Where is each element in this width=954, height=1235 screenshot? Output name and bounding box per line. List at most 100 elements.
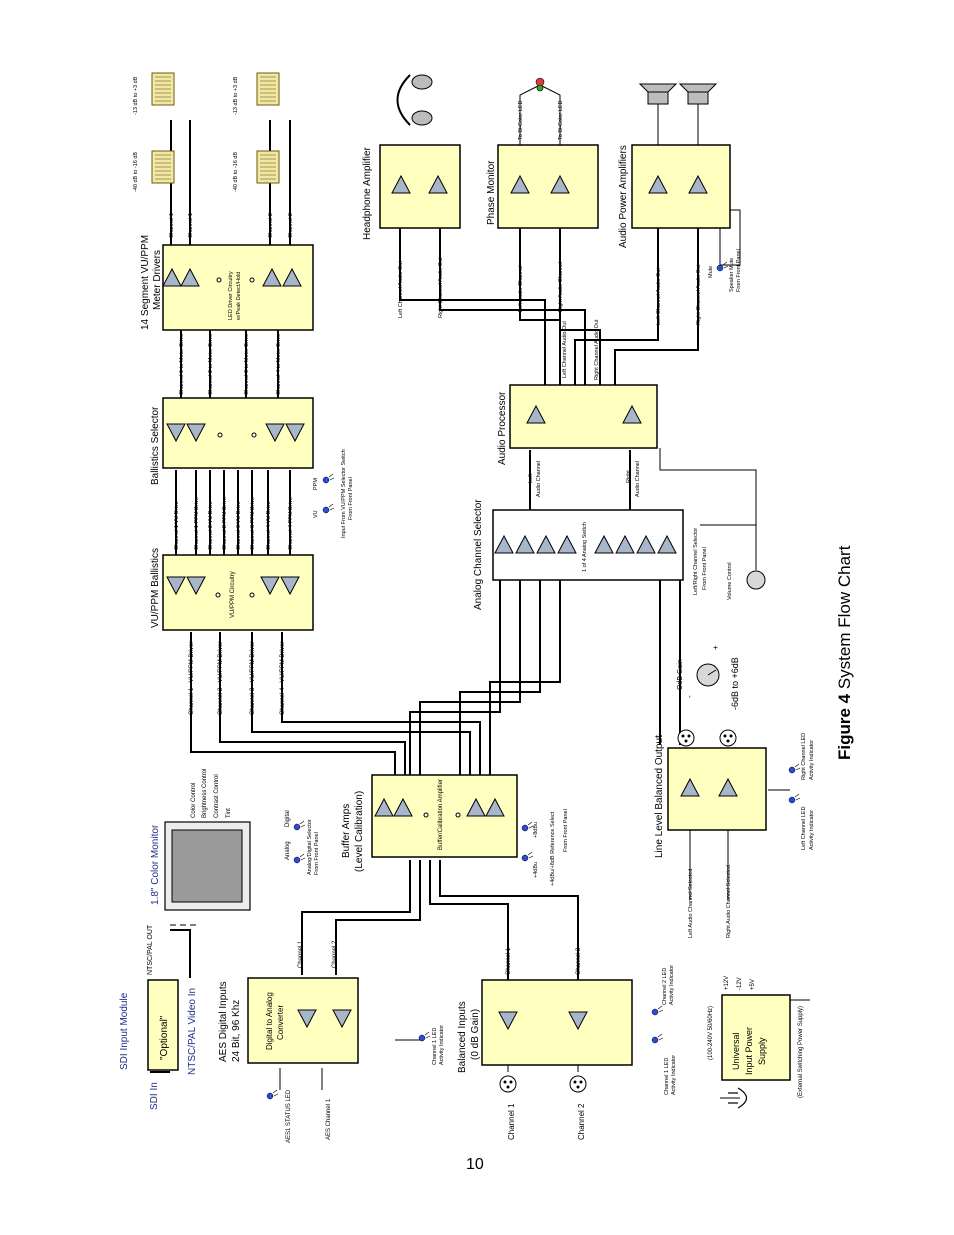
sdi-in-label: SDI In (149, 1082, 160, 1110)
balanced-ch1: Channel 1 (506, 947, 512, 975)
meter-m1: Channel 1 to Meter Drive (179, 334, 185, 395)
balanced-led1-icon (651, 1033, 664, 1044)
speaker-left-icon (638, 83, 678, 105)
buffer-ref2: From Front Panel (563, 809, 569, 852)
vuppm-d4: Channel 4 - VU/PPM Driver (280, 642, 286, 715)
aes-ch1: Channel 1 (298, 940, 304, 968)
meter-range-c: -13 dB to +3 dB (233, 76, 239, 115)
llbo-gain: OdB Gain (677, 659, 684, 690)
ball-ppm4: Channel 4 PPM Drive (288, 497, 294, 550)
balanced-in2: Channel 2 (577, 1103, 586, 1140)
vuppm-d3: Channel 3 - VU/PPM Driver (250, 642, 256, 715)
aes-ch2: Channel 2 (332, 940, 338, 968)
phase-title: Phase Monitor (486, 160, 497, 225)
llbo-lled: Left Channel LED (801, 807, 807, 850)
acs-lr: Left/Right Channel Selector (693, 528, 699, 595)
balanced-in1: Channel 1 (507, 1103, 516, 1140)
ball-ppm: PPM (313, 478, 319, 490)
power-mute3: From Front Panel (736, 249, 742, 292)
aes-status-led-icon (266, 1089, 279, 1100)
vuppm-title: VU/PPM Ballistics (150, 548, 161, 628)
acs-lr2: From Front Panel (702, 547, 708, 590)
aes-title: AES Digital Inputs (218, 981, 229, 1062)
ad-label: Analog/Digital Selector (307, 819, 313, 875)
ad-digital: Digital (285, 810, 291, 827)
buffer-subtitle: (Level Calibration) (354, 791, 365, 872)
llbo-xlr-1 (677, 729, 695, 747)
aes-channel1: AES Channel 1 (326, 1098, 332, 1140)
figure-label: Figure 4 (835, 693, 854, 760)
headphone-title: Headphone Amplifier (362, 146, 373, 240)
power-rout: Right Channel Audio Out (696, 264, 702, 325)
psu-range: (100-240V 50/60Hz) (708, 1006, 714, 1060)
aes-led1: Channel 1 LED (432, 1028, 438, 1065)
llbo-minus: - (685, 695, 694, 698)
power-plug-icon (728, 1087, 748, 1109)
ap-left2: Audio Channel (536, 461, 542, 497)
acs-volume: Volume Control (727, 562, 733, 600)
buffer-amps: Buffer Amps (Level Calibration) Buffer/C… (341, 774, 569, 886)
balanced-subtitle: (0 dB Gain) (470, 1009, 481, 1060)
psu-line1: Universal (731, 1032, 741, 1070)
balanced-ch2: Channel 2 (576, 947, 582, 975)
color-monitor: 1.8" Color Monitor Color Control Brightn… (150, 769, 251, 911)
monitor-contrast: Contrast Control (214, 774, 220, 818)
ad-analog: Analog (285, 841, 291, 860)
ball-ppm1: Channel 1 PPM Drive (194, 497, 200, 550)
meter-out3: Channel 2 (268, 213, 274, 238)
llbo-rled: Right Channel LED (801, 733, 807, 780)
gain-knob-icon (696, 663, 720, 687)
figure-caption: Figure 4 System Flow Chart (835, 546, 855, 760)
ap-right: Right (626, 470, 632, 483)
monitor-title: 1.8" Color Monitor (150, 824, 161, 905)
balanced-led1b: Activity Indicator (671, 1055, 677, 1095)
meter-range-a: -13 dB to +3 dB (133, 76, 139, 115)
sdi-input-module: SDI Input Module "Optional" SDI In NTSC/… (119, 924, 198, 1110)
vuppm-d1: Channel 1 - VU/PPM Driver (189, 642, 195, 715)
audio-power-amplifiers: Audio Power Amplifiers Left Channel Audi… (618, 83, 742, 325)
speaker-mute-led-icon (716, 261, 729, 272)
monitor-tint: Tint (226, 808, 232, 818)
phase-right: Right Audio Channel (558, 262, 564, 312)
power-mute: Mute (708, 266, 714, 278)
bicolor-led-icon (535, 77, 545, 92)
ball-sel2: From Front Panel (348, 477, 354, 520)
aes-led-icon (418, 1031, 431, 1042)
ad-label2: From Front Panel (314, 832, 320, 875)
balanced-xlr-2 (569, 1075, 587, 1093)
line-level-balanced-output: Line Level Balanced Output Left Audio Ch… (654, 645, 815, 938)
meter-range-d: -40 dB to -16 dB (233, 152, 239, 192)
aes-block-label: Digital to Analog (265, 992, 274, 1050)
aes-block-label2: Converter (276, 1005, 285, 1040)
phase-monitor: Phase Monitor Left Audio Channel Right A… (486, 77, 599, 312)
speaker-right-icon (678, 83, 718, 105)
headphone-amplifier: Headphone Amplifier Left Channel Audio O… (362, 74, 461, 318)
balanced-led2-icon (651, 1005, 664, 1016)
buffer-p8: +8dBu (533, 822, 539, 838)
power-title: Audio Power Amplifiers (618, 145, 629, 248)
ntsc-out-label: NTSC/PAL OUT (147, 924, 154, 975)
balanced-led2b: Activity Indicator (669, 965, 675, 1005)
meter-inner2: w/Peak Detect/Hold (236, 272, 242, 321)
analog-digital-selector: Analog Digital Analog/Digital Selector F… (285, 810, 320, 875)
llbo-title: Line Level Balanced Output (654, 735, 665, 858)
headphone-lout: Left Channel Audio Out (398, 261, 404, 318)
phase-left: Left Audio Channel (518, 266, 524, 312)
aes-led1b: Activity Indicator (439, 1025, 445, 1065)
llbo-rled2: Activity Indicator (809, 740, 815, 780)
monitor-brightness: Brightness Control (202, 769, 208, 818)
universal-power-supply: Universal Input Power Supply (100-240V 5… (708, 976, 804, 1109)
vuppm-ballistics: VU/PPM Ballistics VU/PPM Circuitry Chann… (150, 548, 314, 715)
volume-knob-icon (746, 570, 766, 590)
aes-subtitle: 24 Bit, 96 Khz (231, 1000, 242, 1062)
buffer-ref: +4dBu/+8dB Reference Select (550, 811, 556, 886)
aes-status-led: AES1 STATUS LED (286, 1089, 292, 1143)
phase-led2: To Bi-Color LED (558, 101, 564, 140)
balanced-inputs: Balanced Inputs (0 dB Gain) Channel 1 Ch… (457, 947, 677, 1140)
ball-sel: Input From VU/PPM Selector Switch (341, 449, 347, 538)
page-number: 10 (466, 1156, 484, 1173)
ball-vu: VU (313, 510, 319, 518)
vuppm-inner: VU/PPM Circuitry (230, 571, 236, 618)
headphones-icon (396, 74, 433, 126)
